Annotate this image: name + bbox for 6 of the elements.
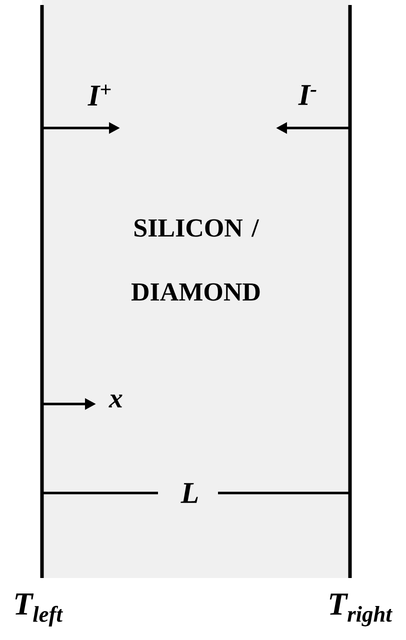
symbol-label: I$^{-}$ bbox=[298, 85, 316, 105]
temperature-label: T$_{right}$ bbox=[330, 594, 392, 626]
temperature-label: T$_{left}$ bbox=[15, 594, 63, 626]
dimension-label: L bbox=[180, 483, 198, 503]
axis-label: x bbox=[108, 394, 122, 408]
symbol-label: I$^{+}$ bbox=[88, 84, 111, 106]
